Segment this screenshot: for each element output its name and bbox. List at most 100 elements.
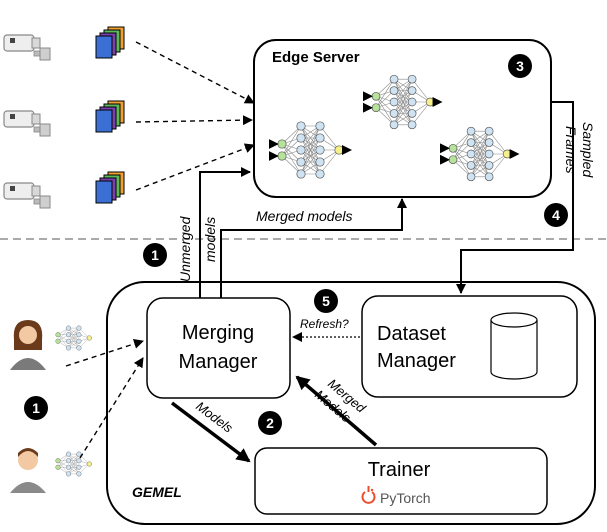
nn-node xyxy=(389,97,399,107)
nn-node xyxy=(389,109,399,118)
merging-manager-line1: Merging xyxy=(182,322,254,344)
refresh-label: Refresh? xyxy=(300,317,349,331)
nn-node xyxy=(55,338,61,344)
step-3-label: 3 xyxy=(516,58,524,74)
step-1-left-badge xyxy=(24,396,48,420)
gemel-label: GEMEL xyxy=(132,484,182,500)
pytorch-logo-icon xyxy=(361,486,376,504)
frames-to-server-arrow xyxy=(135,41,255,104)
user-male-icon xyxy=(10,448,46,493)
nn-node xyxy=(425,97,435,107)
nn-edge xyxy=(57,327,69,342)
nn-node xyxy=(277,139,287,149)
camera-icon xyxy=(3,182,51,209)
nn-node xyxy=(296,133,306,143)
nn-node xyxy=(407,109,417,118)
nn-node xyxy=(65,464,71,470)
nn-node xyxy=(55,464,61,470)
nn-edge xyxy=(300,125,321,163)
edge-server-title: Edge Server xyxy=(272,49,360,66)
nn-node xyxy=(484,149,494,159)
nn-node xyxy=(55,458,61,464)
nn-edge xyxy=(68,327,80,342)
merging-manager-box xyxy=(146,297,291,399)
nn-node xyxy=(76,345,82,351)
nn-node xyxy=(296,169,306,179)
nn-node xyxy=(296,145,306,155)
step-5-label: 5 xyxy=(322,293,330,309)
nn-node xyxy=(448,155,458,165)
nn-edge xyxy=(488,153,508,177)
nn-node xyxy=(86,335,92,341)
unmerged-label-1: Unmerged xyxy=(177,215,193,282)
nn-node xyxy=(65,471,71,477)
video-frames-icon xyxy=(95,100,125,133)
nn-node xyxy=(76,325,82,331)
nn-edge xyxy=(57,453,69,468)
nn-node xyxy=(407,74,417,84)
nn-node xyxy=(76,458,82,464)
nn-node xyxy=(466,138,476,147)
merged-models-label: Merged models xyxy=(256,208,353,224)
nn-node xyxy=(65,458,71,464)
nn-edge xyxy=(319,149,340,175)
nn-edge xyxy=(470,131,490,177)
nn-node xyxy=(484,138,494,147)
nn-node xyxy=(277,151,287,161)
unmerged-models-arrow xyxy=(199,167,251,300)
nn-edge xyxy=(470,153,490,177)
nn-edge xyxy=(68,453,80,468)
step-5-badge xyxy=(314,289,338,313)
nn-node xyxy=(448,143,458,153)
nn-node xyxy=(296,157,306,167)
dataset-manager-box xyxy=(361,295,578,398)
nn-edge xyxy=(411,79,431,103)
nn-edge xyxy=(411,101,431,125)
nn-node xyxy=(296,121,306,131)
merged-models-to-manager-arrow xyxy=(295,375,378,447)
nn-node xyxy=(315,121,325,131)
nn-node xyxy=(76,471,82,477)
nn-node xyxy=(389,86,399,95)
nn-edge xyxy=(300,149,321,175)
nn-edge xyxy=(68,454,80,474)
nn-edge xyxy=(319,125,340,151)
step-2-badge xyxy=(258,411,282,435)
models-to-trainer-arrow xyxy=(170,401,251,463)
nn-edge xyxy=(470,131,490,155)
nn-node xyxy=(407,120,417,130)
user-female-icon xyxy=(10,320,46,370)
dataset-manager-line2: Manager xyxy=(377,350,456,372)
nn-node xyxy=(484,126,494,136)
sampled-frames-arrow xyxy=(456,101,574,294)
nn-node xyxy=(55,332,61,338)
neural-network-group xyxy=(268,74,520,182)
nn-edge xyxy=(281,125,302,157)
step-1-top-badge xyxy=(143,243,167,267)
sampled-label-1: Sampled xyxy=(580,122,596,178)
nn-edge xyxy=(393,79,413,103)
step-4-label: 4 xyxy=(552,207,560,223)
nn-node xyxy=(65,451,71,457)
nn-edge xyxy=(393,101,413,125)
nn-edge xyxy=(375,79,395,108)
nn-node xyxy=(484,161,494,170)
nn-node xyxy=(389,120,399,130)
gemel-box xyxy=(106,281,596,525)
nn-node xyxy=(76,338,82,344)
nn-edge xyxy=(68,334,80,349)
nn-node xyxy=(407,86,417,95)
nn-node xyxy=(334,145,344,155)
nn-node xyxy=(466,126,476,136)
unmerged-label-2: models xyxy=(202,217,218,262)
nn-node xyxy=(76,464,82,470)
user-to-manager-arrow xyxy=(79,357,144,459)
frames-to-server-arrow xyxy=(135,143,255,191)
nn-node xyxy=(466,149,476,159)
nn-node xyxy=(315,133,325,143)
database-icon xyxy=(490,312,538,380)
nn-edge xyxy=(393,79,413,114)
video-frames-icon xyxy=(95,26,125,59)
nn-edge xyxy=(393,90,413,125)
